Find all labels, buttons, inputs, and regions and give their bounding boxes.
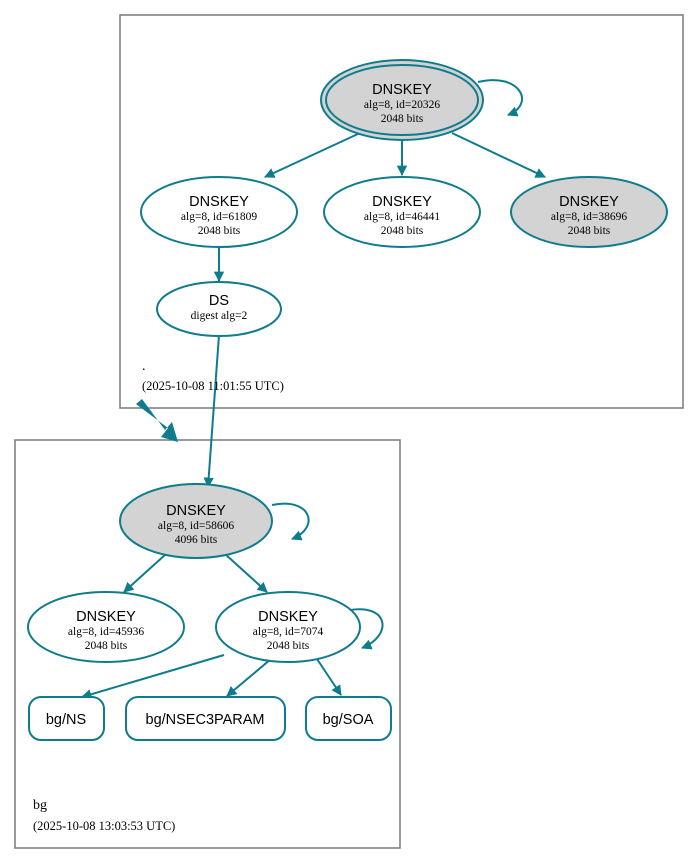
zone-box-bg — [14, 439, 401, 849]
node-title: bg/NSEC3PARAM — [146, 712, 265, 728]
node-dnskey-7074[interactable]: DNSKEY alg=8, id=7074 2048 bits — [215, 591, 361, 663]
zone-timestamp-root: (2025-10-08 11:01:55 UTC) — [142, 379, 284, 393]
node-title: bg/SOA — [323, 712, 374, 728]
node-rrset-bg-ns[interactable]: bg/NS — [28, 696, 105, 741]
node-bits: 2048 bits — [381, 113, 424, 125]
node-rrset-bg-soa[interactable]: bg/SOA — [305, 696, 392, 741]
node-dnskey-61809[interactable]: DNSKEY alg=8, id=61809 2048 bits — [140, 176, 298, 248]
edge-ds-to-ksk58606 — [203, 334, 220, 489]
node-title: DNSKEY — [76, 609, 136, 625]
edge-ksk20326-to-zsk61809 — [264, 132, 361, 178]
node-detail: alg=8, id=38696 — [551, 211, 627, 223]
node-title: DNSKEY — [166, 503, 226, 519]
node-detail: alg=8, id=61809 — [181, 211, 257, 223]
node-bits: 2048 bits — [568, 225, 611, 237]
node-bits: 4096 bits — [175, 534, 218, 546]
node-title: DNSKEY — [372, 194, 432, 210]
edge-zsk7074-to-bg-ns — [81, 654, 225, 700]
node-bits: 2048 bits — [381, 225, 424, 237]
zone-label-root: . — [142, 359, 146, 374]
node-title: DNSKEY — [559, 194, 619, 210]
node-dnskey-46441[interactable]: DNSKEY alg=8, id=46441 2048 bits — [323, 176, 481, 248]
node-bits: 2048 bits — [198, 225, 241, 237]
node-bits: 2048 bits — [267, 640, 310, 652]
edge-zsk7074-to-bg-nsec3param — [226, 658, 272, 697]
edge-ksk58606-to-zsk45936 — [123, 553, 167, 593]
node-title: DNSKEY — [372, 82, 432, 98]
node-detail: alg=8, id=45936 — [68, 626, 144, 638]
edge-ksk58606-to-zsk7074 — [224, 553, 268, 593]
zone-timestamp-bg: (2025-10-08 13:03:53 UTC) — [33, 819, 175, 833]
node-title: DNSKEY — [189, 194, 249, 210]
node-title: bg/NS — [46, 712, 86, 728]
node-rrset-bg-nsec3param[interactable]: bg/NSEC3PARAM — [125, 696, 286, 741]
node-ds-bg[interactable]: DS digest alg=2 — [156, 281, 282, 337]
node-title: DS — [209, 293, 229, 309]
edge-trust-anchor-arrow — [136, 399, 178, 442]
zone-box-root — [119, 14, 684, 409]
node-dnskey-20326[interactable]: DNSKEY alg=8, id=20326 2048 bits — [320, 59, 484, 141]
node-dnskey-38696[interactable]: DNSKEY alg=8, id=38696 2048 bits — [510, 176, 668, 248]
zone-label-bg: bg — [33, 798, 47, 813]
node-bits: 2048 bits — [85, 640, 128, 652]
edge-ksk20326-to-ksk38696 — [451, 132, 546, 178]
node-dnskey-45936[interactable]: DNSKEY alg=8, id=45936 2048 bits — [27, 591, 185, 663]
node-detail: alg=8, id=7074 — [253, 626, 324, 638]
node-dnskey-58606[interactable]: DNSKEY alg=8, id=58606 4096 bits — [119, 483, 273, 559]
node-detail: digest alg=2 — [191, 310, 248, 322]
node-detail: alg=8, id=46441 — [364, 211, 440, 223]
edge-self-ksk-20326 — [477, 79, 523, 117]
node-title: DNSKEY — [258, 609, 318, 625]
edge-self-zsk-7074 — [349, 608, 384, 650]
edge-zsk7074-to-bg-soa — [316, 658, 342, 696]
node-detail: alg=8, id=58606 — [158, 520, 234, 532]
node-detail: alg=8, id=20326 — [364, 99, 440, 111]
edge-self-ksk-58606 — [271, 502, 310, 541]
